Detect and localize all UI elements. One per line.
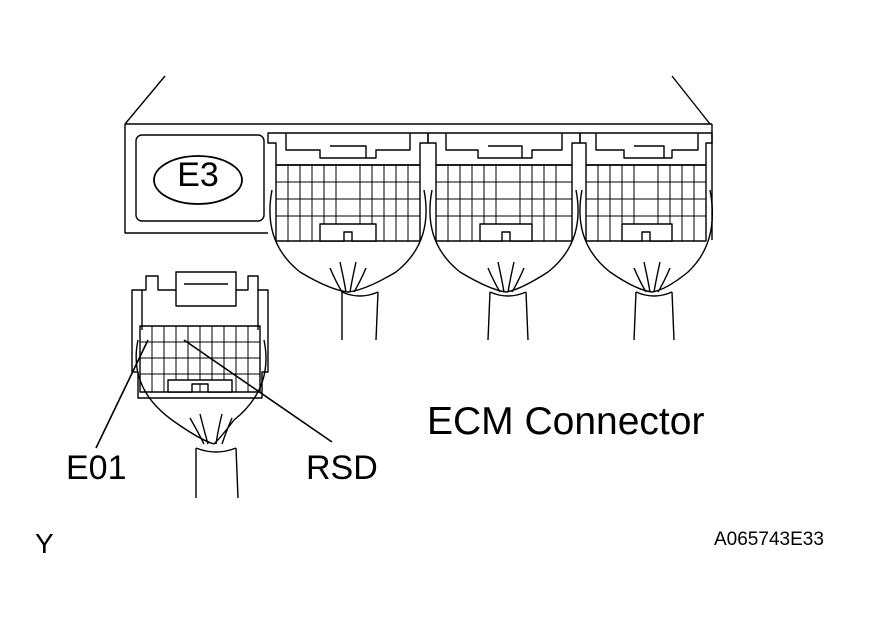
figure-code: A065743E33 <box>714 529 824 550</box>
diagram-title: ECM Connector <box>427 400 705 443</box>
figure-mark: Y <box>35 528 54 559</box>
pin-label-e01: E01 <box>66 449 127 487</box>
ecm-connector-1 <box>267 132 429 341</box>
pin-label-rsd: RSD <box>306 449 378 487</box>
e3-badge-panel <box>135 134 265 222</box>
ecm-housing <box>124 75 713 240</box>
connector-code-badge: E3 <box>177 156 219 194</box>
ecm-connector-2 <box>427 132 581 341</box>
ecm-connector-3 <box>579 132 714 341</box>
callout-leaders <box>95 339 333 449</box>
harness-connector <box>131 271 269 499</box>
